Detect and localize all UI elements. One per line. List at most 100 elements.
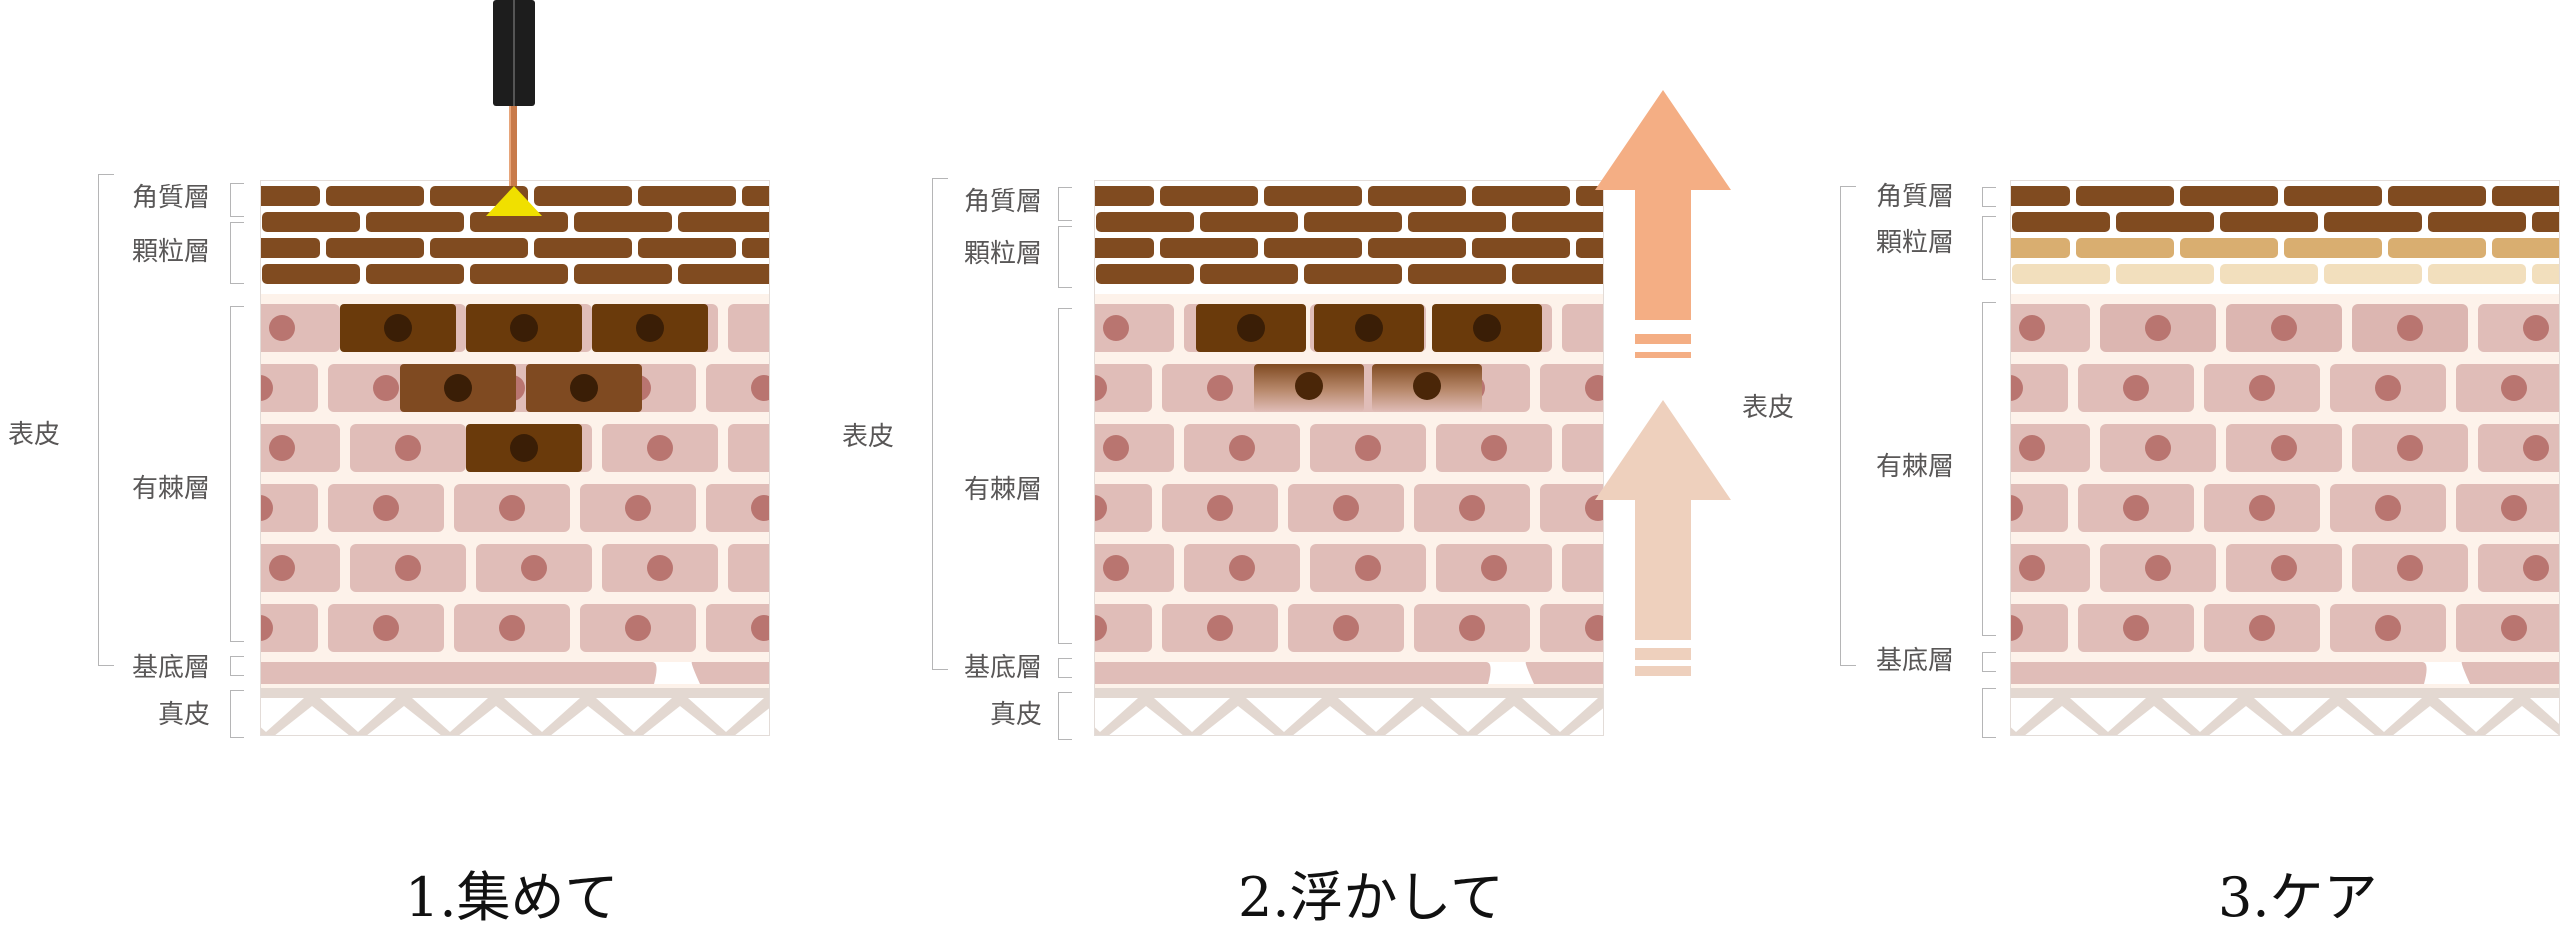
corneum-brick xyxy=(1160,238,1258,258)
label-stratum-corneum: 角質層 xyxy=(1876,182,1955,212)
corneum-brick xyxy=(2220,212,2318,232)
corneum-brick xyxy=(678,212,770,232)
dermis-zigzag xyxy=(1430,698,1506,732)
cell-nucleus xyxy=(1207,495,1233,521)
cell-nucleus xyxy=(1103,315,1129,341)
dermis-zigzag xyxy=(1384,706,1460,736)
spinous-cell xyxy=(1540,484,1604,532)
dermis-zigzag xyxy=(642,706,718,736)
corneum-brick xyxy=(638,186,736,206)
cell-nucleus xyxy=(2271,555,2297,581)
label-stratum-spinosum: 有棘層 xyxy=(1876,452,1955,482)
corneum-brick xyxy=(1472,186,1570,206)
label-stratum-basale: 基底層 xyxy=(1876,646,1955,676)
corneum-brick xyxy=(1264,186,1362,206)
corneum-brick xyxy=(260,238,320,258)
melanin-nucleus xyxy=(1295,372,1323,400)
cell-nucleus xyxy=(2249,615,2275,641)
cell-nucleus xyxy=(2523,555,2549,581)
bracket-dermis xyxy=(230,690,244,738)
panel-2-float: 表皮 角質層 顆粒層 有棘層 基底層 真皮 表皮 2.浮かして xyxy=(830,0,1794,938)
cell-nucleus xyxy=(2523,435,2549,461)
dermis-zigzag xyxy=(2438,698,2514,732)
cell-nucleus xyxy=(773,315,799,341)
dermis-zigzag xyxy=(1154,698,1230,732)
cell-nucleus xyxy=(373,615,399,641)
cell-nucleus xyxy=(2123,615,2149,641)
dermis-zigzag xyxy=(1338,698,1414,732)
device-probe-icon xyxy=(486,0,542,216)
corneum-brick xyxy=(470,212,568,232)
cell-nucleus xyxy=(260,615,273,641)
cell-nucleus xyxy=(647,555,673,581)
corneum-brick xyxy=(2492,186,2560,206)
cell-nucleus xyxy=(1459,495,1485,521)
corneum-brick xyxy=(1200,212,1298,232)
spinous-cell xyxy=(1094,484,1152,532)
panel-3-care: 角質層 顆粒層 有棘層 基底層 3.ケア xyxy=(1790,0,2560,938)
corneum-brick xyxy=(2532,212,2560,232)
spinous-cell xyxy=(1562,544,1604,592)
label-epidermis: 表皮 xyxy=(842,422,895,452)
cell-nucleus xyxy=(751,495,770,521)
skin-cross-section xyxy=(1094,180,1604,736)
skin-cross-section xyxy=(260,180,770,736)
cell-nucleus xyxy=(2397,555,2423,581)
melanin-nucleus xyxy=(1473,314,1501,342)
cell-nucleus xyxy=(2501,495,2527,521)
dermis-zigzag xyxy=(1094,698,1138,732)
cell-nucleus xyxy=(2010,495,2023,521)
dermis-zigzag xyxy=(260,698,304,732)
cell-nucleus xyxy=(260,495,273,521)
melanin-nucleus xyxy=(384,314,412,342)
cell-nucleus xyxy=(1207,375,1233,401)
corneum-brick xyxy=(742,238,770,258)
cell-nucleus xyxy=(2145,435,2171,461)
cell-nucleus xyxy=(1229,555,1255,581)
dermis-zigzag xyxy=(2116,706,2192,736)
cell-nucleus xyxy=(373,375,399,401)
caption-step-2: 2.浮かして xyxy=(1238,866,1504,929)
cell-nucleus xyxy=(1207,615,1233,641)
cell-nucleus xyxy=(2501,375,2527,401)
cell-nucleus xyxy=(2523,315,2549,341)
corneum-brick xyxy=(2180,238,2278,258)
spinous-cell xyxy=(2010,364,2068,412)
corneum-brick xyxy=(470,264,568,284)
corneum-brick xyxy=(1512,212,1604,232)
corneum-brick xyxy=(1200,264,1298,284)
dermis-zigzag xyxy=(688,698,764,732)
bracket-spinosum xyxy=(1982,302,1996,636)
corneum-brick xyxy=(366,212,464,232)
cell-nucleus xyxy=(2271,315,2297,341)
bracket-granulosum xyxy=(1982,216,1996,280)
dermis-zigzag xyxy=(274,706,350,736)
dermis-zigzag xyxy=(2346,698,2422,732)
corneum-brick xyxy=(534,186,632,206)
cell-nucleus xyxy=(269,435,295,461)
spinous-cell xyxy=(260,604,318,652)
dermis-zigzag xyxy=(412,698,488,732)
dermis-zigzag xyxy=(2010,698,2054,732)
cell-nucleus xyxy=(1481,555,1507,581)
bracket-dermis xyxy=(1982,688,1996,738)
dermis-zigzag xyxy=(2208,706,2284,736)
corneum-brick xyxy=(2324,264,2422,284)
corneum-brick xyxy=(2010,238,2070,258)
cell-nucleus xyxy=(2397,435,2423,461)
label-stratum-basale: 基底層 xyxy=(132,653,211,683)
corneum-brick xyxy=(2012,212,2110,232)
cell-nucleus xyxy=(2123,375,2149,401)
corneum-brick xyxy=(742,186,770,206)
corneum-brick xyxy=(574,212,672,232)
cell-nucleus xyxy=(2145,315,2171,341)
corneum-brick xyxy=(1304,264,1402,284)
dermis-zigzag xyxy=(320,698,396,732)
cell-nucleus xyxy=(2397,315,2423,341)
bracket-basale xyxy=(1058,658,1072,678)
dermis-zigzag xyxy=(1476,706,1552,736)
corneum-brick xyxy=(2116,212,2214,232)
melanin-nucleus xyxy=(1355,314,1383,342)
label-epidermis: 表皮 xyxy=(8,420,61,450)
corneum-brick xyxy=(262,212,360,232)
